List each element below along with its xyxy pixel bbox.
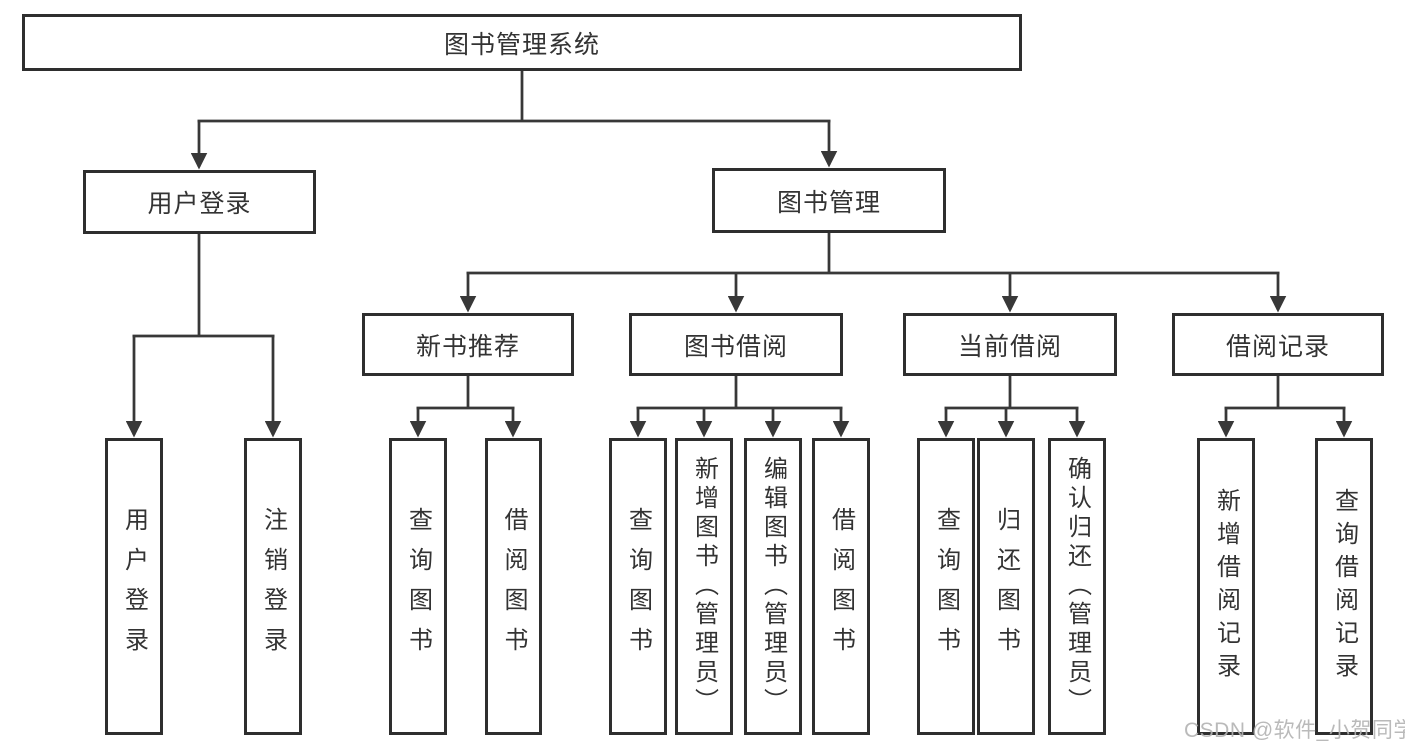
connector-current-trunk [944, 376, 1079, 410]
csdn-watermark: CSDN @软件_小贺同学 [1184, 719, 1405, 742]
leaf-recommend-borrow-books: 借阅图书 [485, 438, 542, 735]
connector-newbooks-trunk [416, 376, 515, 410]
leaf-borrowing-add-books-admin: 新增图书（管理员） [675, 438, 733, 735]
leaf-user-login: 用户登录 [105, 438, 163, 735]
leaf-borrowing-borrow-books: 借阅图书 [812, 438, 870, 735]
node-current-borrowing: 当前借阅 [903, 313, 1117, 376]
node-borrowing-records: 借阅记录 [1172, 313, 1384, 376]
leaf-current-confirm-return-admin: 确认归还（管理员） [1048, 438, 1106, 735]
node-user-login: 用户登录 [83, 170, 316, 234]
leaf-recommend-query-books: 查询图书 [389, 438, 447, 735]
leaf-logout: 注销登录 [244, 438, 302, 735]
leaf-borrowing-query-books: 查询图书 [609, 438, 667, 735]
connector-root-trunk [197, 71, 831, 123]
leaf-records-query-record: 查询借阅记录 [1315, 438, 1373, 735]
node-book-borrowing: 图书借阅 [629, 313, 843, 376]
connector-records-trunk [1224, 376, 1346, 410]
connector-userlogin-trunk [132, 234, 275, 338]
node-root: 图书管理系统 [22, 14, 1022, 71]
leaf-records-add-record: 新增借阅记录 [1197, 438, 1255, 735]
node-new-book-recommend: 新书推荐 [362, 313, 574, 376]
leaf-current-return-books: 归还图书 [977, 438, 1035, 735]
leaf-borrowing-edit-books-admin: 编辑图书（管理员） [744, 438, 802, 735]
node-book-management: 图书管理 [712, 168, 946, 233]
connector-borrowing-trunk [636, 376, 843, 410]
leaf-current-query-books: 查询图书 [917, 438, 975, 735]
connector-bookmgmt-trunk [466, 233, 1280, 275]
